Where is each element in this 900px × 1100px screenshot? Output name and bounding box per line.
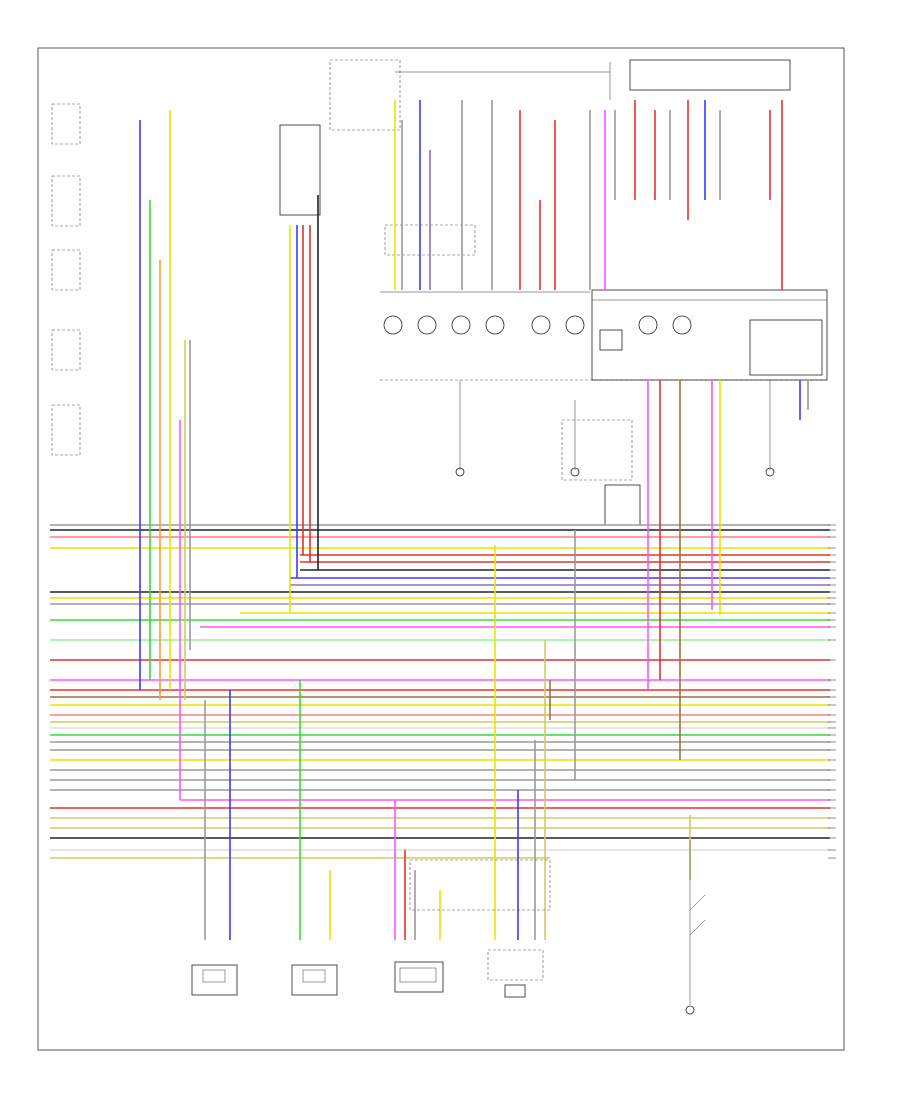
top-modules [279,59,791,256]
cluster-gauges [383,315,692,335]
middle-switches [455,380,775,526]
left-connectors [51,103,81,456]
bottom-sensors [191,859,551,998]
ground-bottom-right [685,840,706,1015]
horizontal-wires [50,524,830,859]
sensor-bottom-3 [394,961,444,993]
sensor-bottom-2 [291,964,338,996]
sensor-bottom-4 [504,984,526,998]
instrument-cluster [380,289,828,381]
right-connector-ticks [828,524,836,859]
diagram-frame [37,47,845,1051]
sensor-bottom-1 [191,964,238,996]
vertical-wires [139,100,809,940]
